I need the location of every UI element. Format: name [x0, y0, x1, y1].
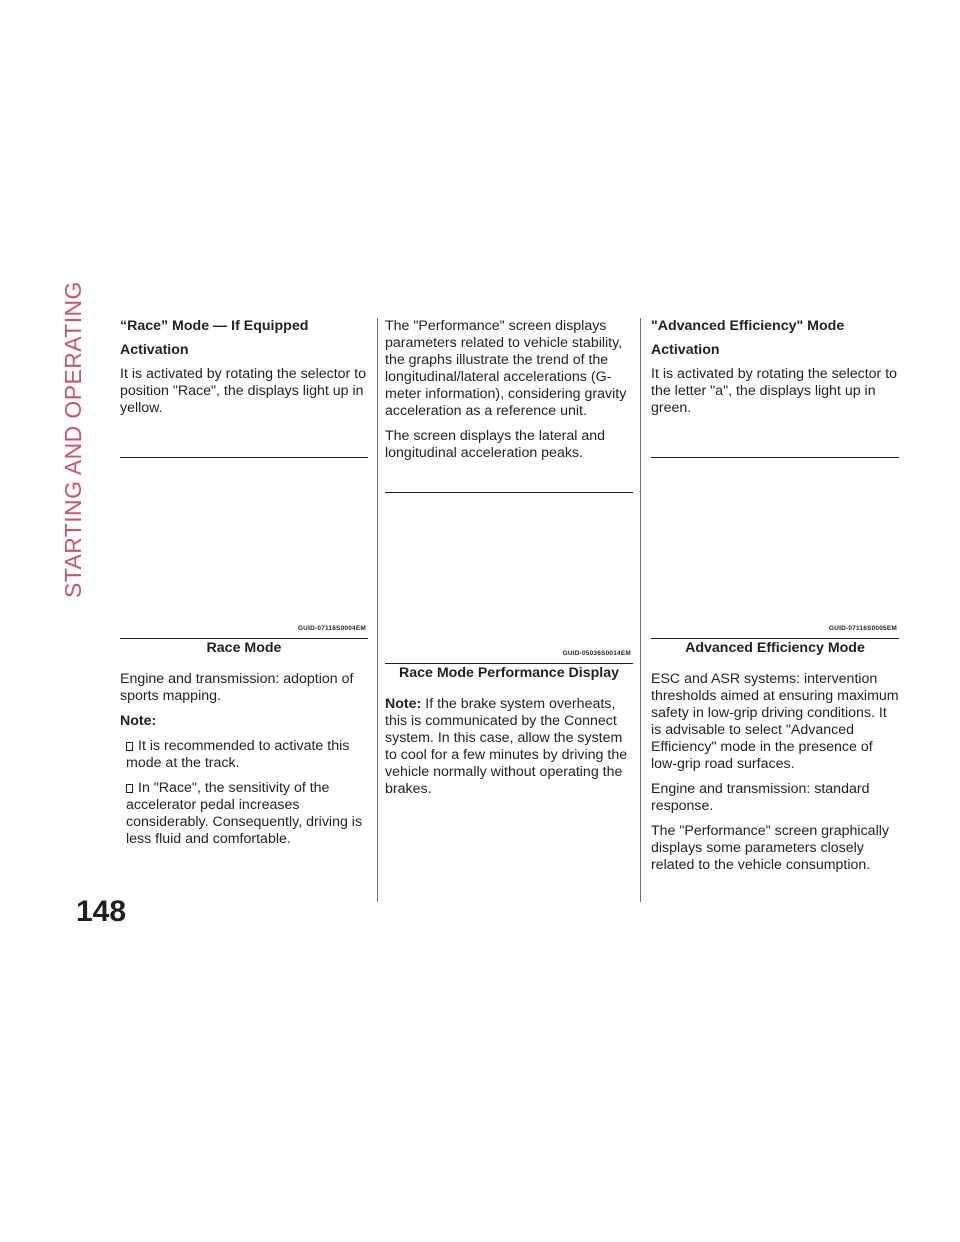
column-performance: The "Performance" screen displays parame…: [385, 318, 633, 806]
bullet-item: In "Race", the sensitivity of the accele…: [126, 780, 363, 847]
figure-race-mode: GUID-07116S0004EM: [120, 457, 368, 639]
figure-caption: Race Mode: [206, 640, 282, 656]
checkbox-bullet-icon: [126, 784, 133, 793]
paragraph: The "Performance" screen displays parame…: [385, 318, 627, 419]
figure-id: GUID-05036S0014EM: [562, 650, 631, 657]
column-divider: [640, 318, 641, 902]
figure-performance-display: GUID-05036S0014EM: [385, 492, 633, 664]
paragraph: Engine and transmission: standard respon…: [651, 781, 870, 814]
column-advanced-efficiency: "Advanced Efficiency" Mode Activation It…: [651, 318, 899, 882]
paragraph: It is activated by rotating the selector…: [120, 366, 367, 416]
column-race-mode: “Race” Mode — If Equipped Activation It …: [120, 318, 368, 856]
column-divider: [377, 318, 378, 902]
section-heading: “Race” Mode — If Equipped: [120, 318, 309, 334]
paragraph: It is activated by rotating the selector…: [651, 366, 898, 416]
paragraph: The screen displays the lateral and long…: [385, 428, 606, 461]
figure-advanced-efficiency: GUID-07116S0005EM: [651, 457, 899, 639]
bullet-item: It is recommended to activate this mode …: [126, 738, 350, 771]
paragraph: Engine and transmission: adoption of spo…: [120, 671, 354, 704]
figure-id: GUID-07116S0005EM: [828, 625, 897, 632]
figure-caption: Race Mode Performance Display: [399, 665, 619, 681]
section-heading: "Advanced Efficiency" Mode: [651, 318, 845, 334]
figure-id: GUID-07116S0004EM: [297, 625, 366, 632]
note: Note:If the brake system overheats, this…: [385, 696, 628, 797]
subheading: Activation: [120, 342, 189, 358]
paragraph: ESC and ASR systems: intervention thresh…: [651, 671, 899, 772]
subheading: Activation: [651, 342, 720, 358]
figure-caption: Advanced Efficiency Mode: [685, 640, 865, 656]
section-side-title: STARTING AND OPERATING: [60, 281, 86, 598]
checkbox-bullet-icon: [126, 742, 133, 751]
page-number: 148: [76, 895, 127, 928]
paragraph: The "Performance" screen graphically dis…: [651, 823, 889, 873]
note-label: Note:: [120, 713, 157, 729]
